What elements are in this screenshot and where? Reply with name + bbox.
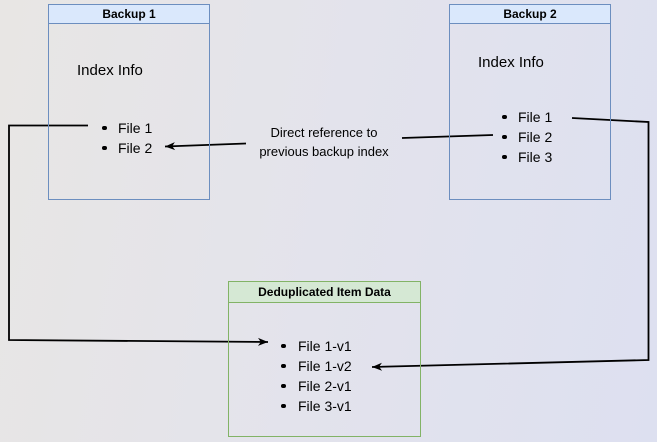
dedup-file-1v1: File 1-v1	[281, 336, 352, 356]
backup2-index-label: Index Info	[478, 54, 544, 71]
backup1-box: Backup 1 Index Info File 1 File 2	[48, 4, 210, 200]
backup1-title: Backup 1	[49, 5, 209, 24]
connector-to-backup1-file2-arrow	[164, 142, 247, 151]
dedup-file-2v1: File 2-v1	[281, 376, 352, 396]
annotation-line-1: Direct reference to	[270, 125, 378, 140]
dedup-box: Deduplicated Item Data File 1-v1 File 1-…	[228, 281, 421, 437]
dedup-title: Deduplicated Item Data	[229, 282, 420, 303]
backup2-file-1: File 1	[502, 107, 552, 127]
backup1-index-label: Index Info	[77, 62, 143, 79]
backup2-file-list: File 1 File 2 File 3	[502, 107, 552, 167]
backup1-file-1: File 1	[102, 118, 152, 138]
backup2-box: Backup 2 Index Info File 1 File 2 File 3	[449, 4, 611, 200]
annotation-label: Direct reference to previous backup inde…	[232, 123, 416, 161]
dedup-file-1v2: File 1-v2	[281, 356, 352, 376]
dedup-file-list: File 1-v1 File 1-v2 File 2-v1 File 3-v1	[281, 336, 352, 416]
backup2-file-3: File 3	[502, 147, 552, 167]
backup1-file-list: File 1 File 2	[102, 118, 152, 158]
backup2-file-2: File 2	[502, 127, 552, 147]
backup2-title: Backup 2	[450, 5, 610, 24]
backup1-file-2: File 2	[102, 138, 152, 158]
dedup-file-3v1: File 3-v1	[281, 396, 352, 416]
connector-backup2-file2-line-segment	[401, 134, 494, 139]
annotation-line-2: previous backup index	[259, 144, 389, 159]
